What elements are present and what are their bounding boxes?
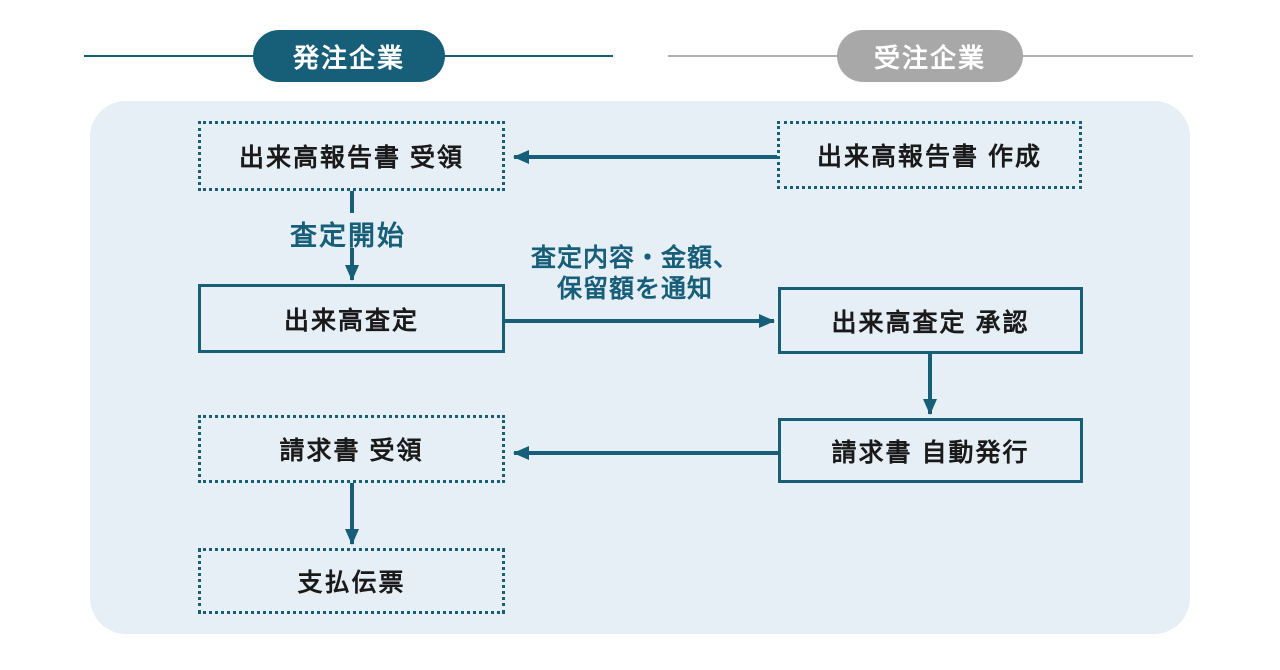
flow-box-report-receive-label: 出来高報告書 受領 — [239, 144, 464, 172]
flow-box-report-create: 出来高報告書 作成 — [777, 121, 1082, 189]
caption-notify-line2: 保留額を通知 — [556, 275, 713, 303]
flow-box-invoice-receive-label: 請求書 受領 — [279, 437, 424, 465]
flow-arrows — [345, 150, 937, 545]
caption-assessment-start: 査定開始 — [290, 221, 406, 251]
flow-box-invoice-auto-issue-label: 請求書 自動発行 — [831, 438, 1030, 467]
flow-box-invoice-receive: 請求書 受領 — [198, 415, 505, 483]
flow-box-assessment: 出来高査定 — [198, 284, 505, 353]
flow-box-assessment-approval: 出来高査定 承認 — [778, 287, 1083, 354]
contractor-company-badge: 受注企業 — [837, 30, 1023, 82]
flow-box-assessment-approval-label: 出来高査定 承認 — [831, 308, 1030, 337]
orderer-company-badge: 発注企業 — [253, 30, 445, 82]
caption-notify: 査定内容・金額、 保留額を通知 — [495, 243, 775, 305]
flow-box-payment-slip-label: 支払伝票 — [297, 569, 406, 597]
flow-box-report-receive: 出来高報告書 受領 — [198, 121, 505, 191]
flow-box-report-create-label: 出来高報告書 作成 — [817, 143, 1042, 171]
flow-box-invoice-auto-issue: 請求書 自動発行 — [778, 418, 1083, 483]
contractor-company-label: 受注企業 — [873, 42, 986, 73]
flow-box-payment-slip: 支払伝票 — [198, 548, 505, 614]
caption-notify-line1: 査定内容・金額、 — [530, 244, 739, 272]
process-panel: 出来高報告書 受領 出来高報告書 作成 出来高査定 出来高査定 承認 請求書 自… — [90, 101, 1190, 634]
orderer-company-label: 発注企業 — [292, 42, 405, 73]
flow-box-assessment-label: 出来高査定 — [283, 306, 419, 335]
